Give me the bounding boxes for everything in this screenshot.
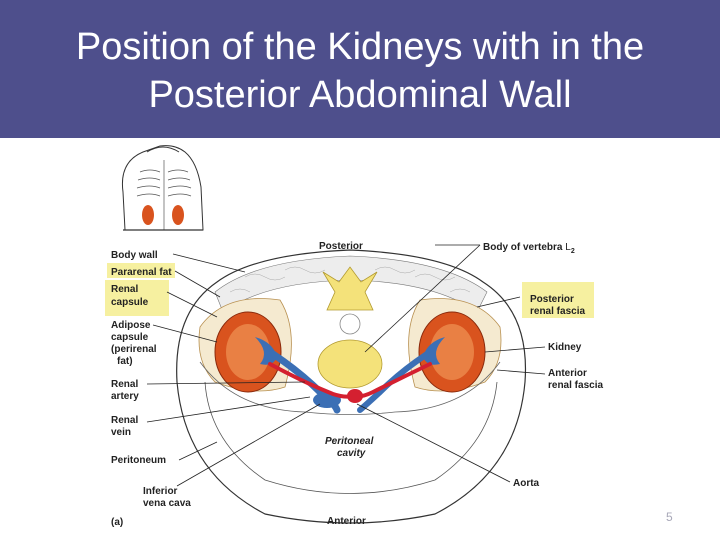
adipose-capsule-label-line2: capsule bbox=[111, 332, 149, 343]
renal-artery-label-line1: Renal bbox=[111, 379, 138, 390]
peritoneum-label: Peritoneum bbox=[111, 455, 166, 466]
inferior-vena-cava-label-line1: Inferior bbox=[143, 486, 178, 497]
adipose-capsule-label-line3: (perirenal bbox=[111, 344, 157, 355]
posterior-label: Posterior bbox=[319, 241, 363, 252]
page-number: 5 bbox=[666, 510, 673, 524]
vertebral-process bbox=[322, 266, 378, 311]
kidney-label: Kidney bbox=[548, 342, 582, 353]
torso-thumbnail bbox=[121, 145, 204, 231]
thumbnail-left-kidney bbox=[142, 205, 154, 225]
adipose-capsule-label-line1: Adipose bbox=[111, 320, 151, 331]
renal-artery-label-line2: artery bbox=[111, 391, 139, 402]
anterior-renal-fascia-label-line1: Anterior bbox=[548, 368, 587, 379]
posterior-fascia-highlight bbox=[522, 282, 594, 318]
peritoneal-cavity-label-line1: Peritoneal bbox=[325, 436, 374, 447]
title-bar: Position of the Kidneys with in the Post… bbox=[0, 0, 720, 138]
posterior-renal-fascia-label-line1: Posterior bbox=[530, 294, 574, 305]
anatomy-diagram: Posterior Body of vertebra L2 Body wall … bbox=[99, 145, 603, 528]
aorta bbox=[347, 389, 363, 403]
inferior-vena-cava-label-line2: vena cava bbox=[143, 498, 191, 509]
body-of-vertebra-label: Body of vertebra L2 bbox=[483, 242, 575, 255]
panel-label: (a) bbox=[111, 517, 123, 528]
aorta-label: Aorta bbox=[513, 478, 540, 489]
peritoneal-cavity-label-line2: cavity bbox=[337, 448, 366, 459]
renal-capsule-label-line1: Renal bbox=[111, 284, 138, 295]
posterior-renal-fascia-label-line2: renal fascia bbox=[530, 306, 585, 317]
renal-capsule-highlight bbox=[99, 280, 169, 316]
vertebral-body bbox=[317, 339, 383, 389]
body-cross-section bbox=[176, 249, 527, 524]
kidney-cross-section-figure: Posterior Body of vertebra L2 Body wall … bbox=[99, 142, 605, 534]
spinal-cord bbox=[339, 313, 361, 335]
slide-title: Position of the Kidneys with in the Post… bbox=[75, 26, 645, 116]
adipose-capsule-label-line4: fat) bbox=[117, 356, 133, 367]
renal-vein-label-line1: Renal bbox=[111, 415, 138, 426]
renal-capsule-label-line2: capsule bbox=[111, 297, 149, 308]
body-wall-label: Body wall bbox=[111, 250, 158, 261]
anterior-label: Anterior bbox=[327, 516, 366, 527]
thumbnail-right-kidney bbox=[172, 205, 184, 225]
anterior-renal-fascia-label-line2: renal fascia bbox=[548, 380, 603, 391]
pararenal-highlight bbox=[107, 263, 175, 278]
renal-vein-label-line2: vein bbox=[111, 427, 131, 438]
pararenal-fat-label: Pararenal fat bbox=[111, 267, 172, 278]
